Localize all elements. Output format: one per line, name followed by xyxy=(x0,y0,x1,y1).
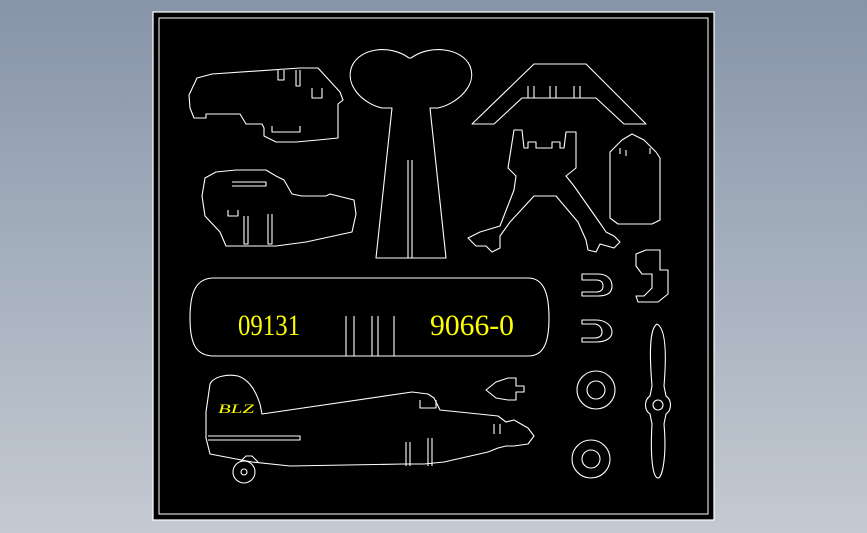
clip-part-1 xyxy=(581,273,613,297)
wing-slots xyxy=(345,316,395,356)
airplane-fuselage-part xyxy=(205,374,535,467)
part-number-right: 9066-0 xyxy=(430,309,514,342)
tail-stand-part xyxy=(349,49,473,259)
washer-part-2-hole xyxy=(581,449,601,469)
washer-part-1-hole xyxy=(586,380,606,400)
propeller-part xyxy=(644,323,672,479)
landing-gear-part xyxy=(467,129,621,253)
wing-support-part xyxy=(471,63,647,125)
fuselage-side-part-lower xyxy=(201,169,357,247)
tail-wheel-hub xyxy=(240,468,248,476)
part-number-left: 09131 xyxy=(238,309,300,342)
registration-mark: BLZ xyxy=(218,401,255,416)
bracket-part xyxy=(635,249,669,303)
fuselage-side-part-upper xyxy=(188,67,344,143)
drawing-sheet xyxy=(152,11,715,521)
propeller-hub xyxy=(652,399,664,411)
tail-wheel xyxy=(232,460,256,484)
washer-part-2 xyxy=(571,439,611,479)
clip-part-2 xyxy=(581,319,613,343)
nose-cone-part xyxy=(485,377,525,401)
washer-part-1 xyxy=(576,370,616,410)
tail-wheel-strut xyxy=(239,455,259,463)
drawing-border xyxy=(158,17,709,515)
wing-plate-part xyxy=(189,277,550,357)
cowling-part xyxy=(609,133,661,225)
